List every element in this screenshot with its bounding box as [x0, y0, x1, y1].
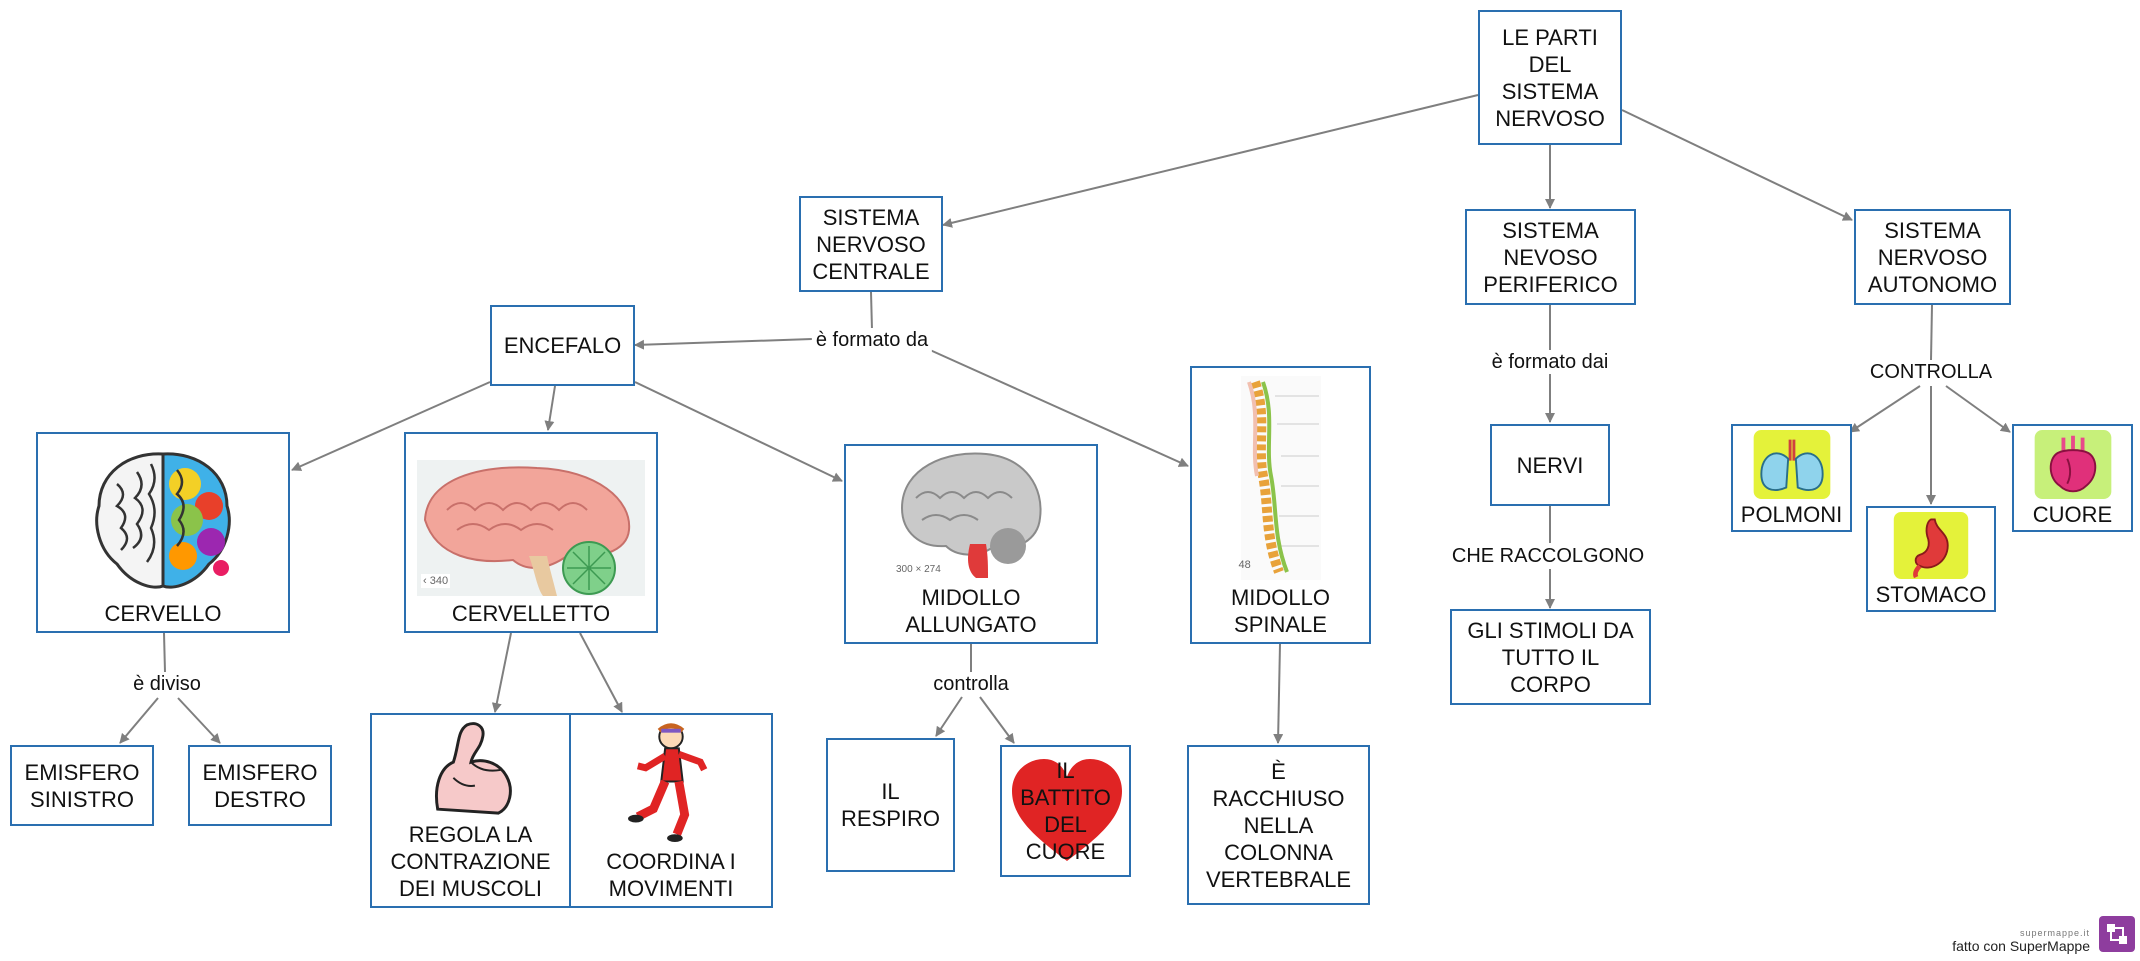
cervelletto-image-caption: ‹ 340 [421, 574, 451, 588]
arrow-controlla-cuore [1945, 385, 2011, 433]
footer-branding: supermappe.it fatto con SuperMappe [1952, 928, 2090, 954]
node-cervelletto-text: CERVELLETTO [451, 601, 611, 626]
arrow-controlla-polmoni [1849, 385, 1921, 433]
node-midollo-allungato[interactable]: 300 × 274 MIDOLLO ALLUNGATO [844, 444, 1098, 644]
brain-colorful-image [95, 452, 231, 589]
node-sistema-nervoso-periferico[interactable]: SISTEMA NEVOSO PERIFERICO [1465, 209, 1636, 305]
node-sna-text: SISTEMA NERVOSO AUTONOMO [1867, 217, 1998, 297]
node-cuore[interactable]: CUORE [2012, 424, 2133, 532]
flexed-arm-image [434, 722, 512, 815]
node-respiro[interactable]: IL RESPIRO [826, 738, 955, 872]
arrow-label-midollo-spinale [929, 349, 1189, 467]
cerebellum-image [417, 460, 645, 596]
node-cuore-text: CUORE [2032, 502, 2113, 527]
node-regola-contrazione[interactable]: REGOLA LA CONTRAZIONE DEI MUSCOLI [370, 713, 571, 908]
lungs-image [1753, 430, 1830, 499]
arrow-diviso-sinistro [119, 697, 159, 744]
arrow-encefalo-cervello [291, 381, 491, 471]
node-stomaco-text: STOMACO [1875, 582, 1987, 607]
label-controlla-sna: CONTROLLA [1865, 360, 1997, 384]
node-emisfero-destro-text: EMISFERO DESTRO [202, 759, 318, 812]
node-root-text: LE PARTI DEL SISTEMA NERVOSO [1495, 24, 1605, 131]
label-diviso: è diviso [129, 672, 205, 696]
running-boy-image [628, 723, 708, 843]
stomach-image [1893, 512, 1969, 579]
node-emisfero-sinistro-text: EMISFERO SINISTRO [24, 759, 140, 812]
label-formato-da: è formato da [811, 328, 933, 352]
arrow-root-snc [942, 94, 1479, 228]
midollo-spinale-image-caption: 48 [1238, 559, 1251, 571]
label-controlla-allungato: controlla [929, 672, 1013, 696]
node-nervi[interactable]: NERVI [1490, 424, 1610, 506]
node-sistema-nervoso-centrale[interactable]: SISTEMA NERVOSO CENTRALE [799, 196, 943, 292]
line-cervello-diviso [163, 632, 166, 673]
node-stimoli[interactable]: GLI STIMOLI DA TUTTO IL CORPO [1450, 609, 1651, 705]
arrow-encefalo-cervelletto [544, 385, 556, 431]
node-snc-text: SISTEMA NERVOSO CENTRALE [812, 204, 930, 284]
node-sistema-nervoso-autonomo[interactable]: SISTEMA NERVOSO AUTONOMO [1854, 209, 2011, 305]
arrow-controlla-battito [979, 696, 1015, 744]
medulla-image-wrap: 300 × 274 [896, 448, 1046, 584]
node-emisfero-destro[interactable]: EMISFERO DESTRO [188, 745, 332, 826]
arrow-root-sna [1621, 109, 1853, 221]
node-coordina-movimenti-text: COORDINA I MOVIMENTI [606, 849, 736, 901]
node-stimoli-text: GLI STIMOLI DA TUTTO IL CORPO [1467, 617, 1634, 697]
label-raccolgono: CHE RACCOLGONO [1447, 544, 1649, 568]
line-sna-controlla [1930, 304, 1933, 361]
node-root[interactable]: LE PARTI DEL SISTEMA NERVOSO [1478, 10, 1622, 145]
arrow-cervelletto-movimenti [579, 632, 623, 713]
midollo-allungato-image-caption: 300 × 274 [896, 564, 941, 575]
node-polmoni-text: POLMONI [1740, 502, 1843, 527]
node-colonna-vertebrale[interactable]: È RACCHIUSO NELLA COLONNA VERTEBRALE [1187, 745, 1370, 905]
node-nervi-text: NERVI [1516, 452, 1584, 478]
node-stomaco[interactable]: STOMACO [1866, 506, 1996, 612]
footer-site: supermappe.it [2019, 928, 2090, 938]
node-cervelletto[interactable]: ‹ 340 CERVELLETTO [404, 432, 658, 633]
cerebellum-image-wrap: ‹ 340 [417, 460, 645, 600]
node-polmoni[interactable]: POLMONI [1731, 424, 1852, 532]
node-coordina-movimenti[interactable]: COORDINA I MOVIMENTI [569, 713, 773, 908]
arrow-diviso-destro [177, 697, 221, 744]
medulla-image [896, 448, 1046, 580]
node-regola-contrazione-text: REGOLA LA CONTRAZIONE DEI MUSCOLI [390, 822, 551, 901]
arrow-cervelletto-muscoli [491, 632, 512, 713]
node-midollo-allungato-text: MIDOLLO ALLUNGATO [905, 585, 1037, 637]
node-midollo-spinale-text: MIDOLLO SPINALE [1230, 585, 1331, 637]
node-battito-cuore[interactable]: IL BATTITO DEL CUORE [1000, 745, 1131, 877]
node-midollo-spinale[interactable]: 48 MIDOLLO SPINALE [1190, 366, 1371, 644]
arrow-spinale-colonna [1273, 643, 1284, 744]
node-cervello-text: CERVELLO [104, 601, 222, 626]
spine-image-wrap: 48 [1238, 376, 1321, 584]
footer-text: fatto con SuperMappe [1952, 938, 2090, 954]
node-colonna-vertebrale-text: È RACCHIUSO NELLA COLONNA VERTEBRALE [1205, 758, 1352, 892]
line-snc-label [870, 291, 873, 331]
arrow-encefalo-midollo-allungato [634, 381, 843, 482]
label-formato-dai: è formato dai [1487, 350, 1613, 374]
node-snp-text: SISTEMA NEVOSO PERIFERICO [1483, 217, 1618, 297]
node-encefalo-text: ENCEFALO [503, 333, 622, 358]
arrow-label-encefalo [634, 338, 813, 350]
spine-image [1240, 376, 1321, 580]
heart-organ-image [2034, 430, 2111, 499]
node-battito-cuore-text: IL BATTITO DEL CUORE [1020, 758, 1111, 864]
node-respiro-text: IL RESPIRO [840, 779, 941, 831]
supermappe-logo[interactable] [2099, 916, 2135, 952]
node-encefalo[interactable]: ENCEFALO [490, 305, 635, 386]
node-cervello[interactable]: CERVELLO [36, 432, 290, 633]
supermappe-logo-icon [2107, 924, 2127, 944]
heart-image [1012, 759, 1122, 861]
node-emisfero-sinistro[interactable]: EMISFERO SINISTRO [10, 745, 154, 826]
arrow-controlla-respiro [935, 696, 963, 737]
